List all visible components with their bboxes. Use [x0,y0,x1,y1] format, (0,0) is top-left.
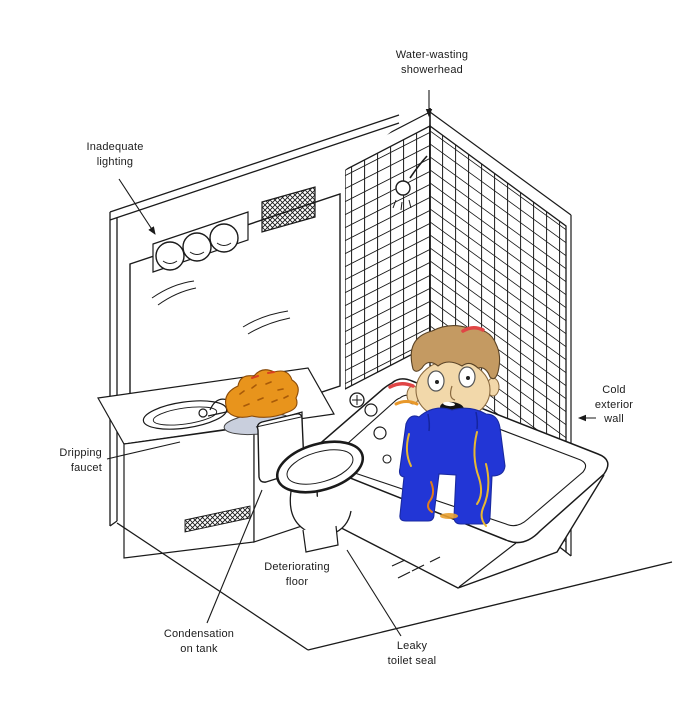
leaky-seal-leader [346,549,402,637]
label-leaky-toilet-seal: Leaky toilet seal [387,640,437,667]
dripping-faucet-leader [106,441,181,460]
condensation-leader [206,489,263,624]
leader-lines [106,90,596,637]
person-hair [410,325,501,380]
air-vent-icon [261,186,316,233]
shiver-marks [388,326,485,406]
lighting-arrow [118,178,156,235]
tub-faucet-icon [349,392,378,417]
drip-water-marks [405,431,490,527]
label-dripping-faucet: Dripping faucet [59,447,102,474]
label-inadequate-lighting: Inadequate lighting [86,141,144,168]
vanity-lights-icon [152,211,249,273]
showerhead-icon [392,155,428,211]
toilet-seat [275,440,365,494]
label-water-wasting-showerhead: Water-wasting showerhead [395,49,469,76]
label-cold-exterior-wall: Cold exterior wall [594,384,634,426]
person-overalls [398,407,506,525]
deteriorating-floor-marks [391,556,441,579]
floor [116,522,673,651]
label-condensation-on-tank: Condensation on tank [163,628,235,655]
person-shivering [388,325,506,527]
label-deteriorating-floor: Deteriorating floor [264,561,330,588]
toilet [255,413,365,553]
